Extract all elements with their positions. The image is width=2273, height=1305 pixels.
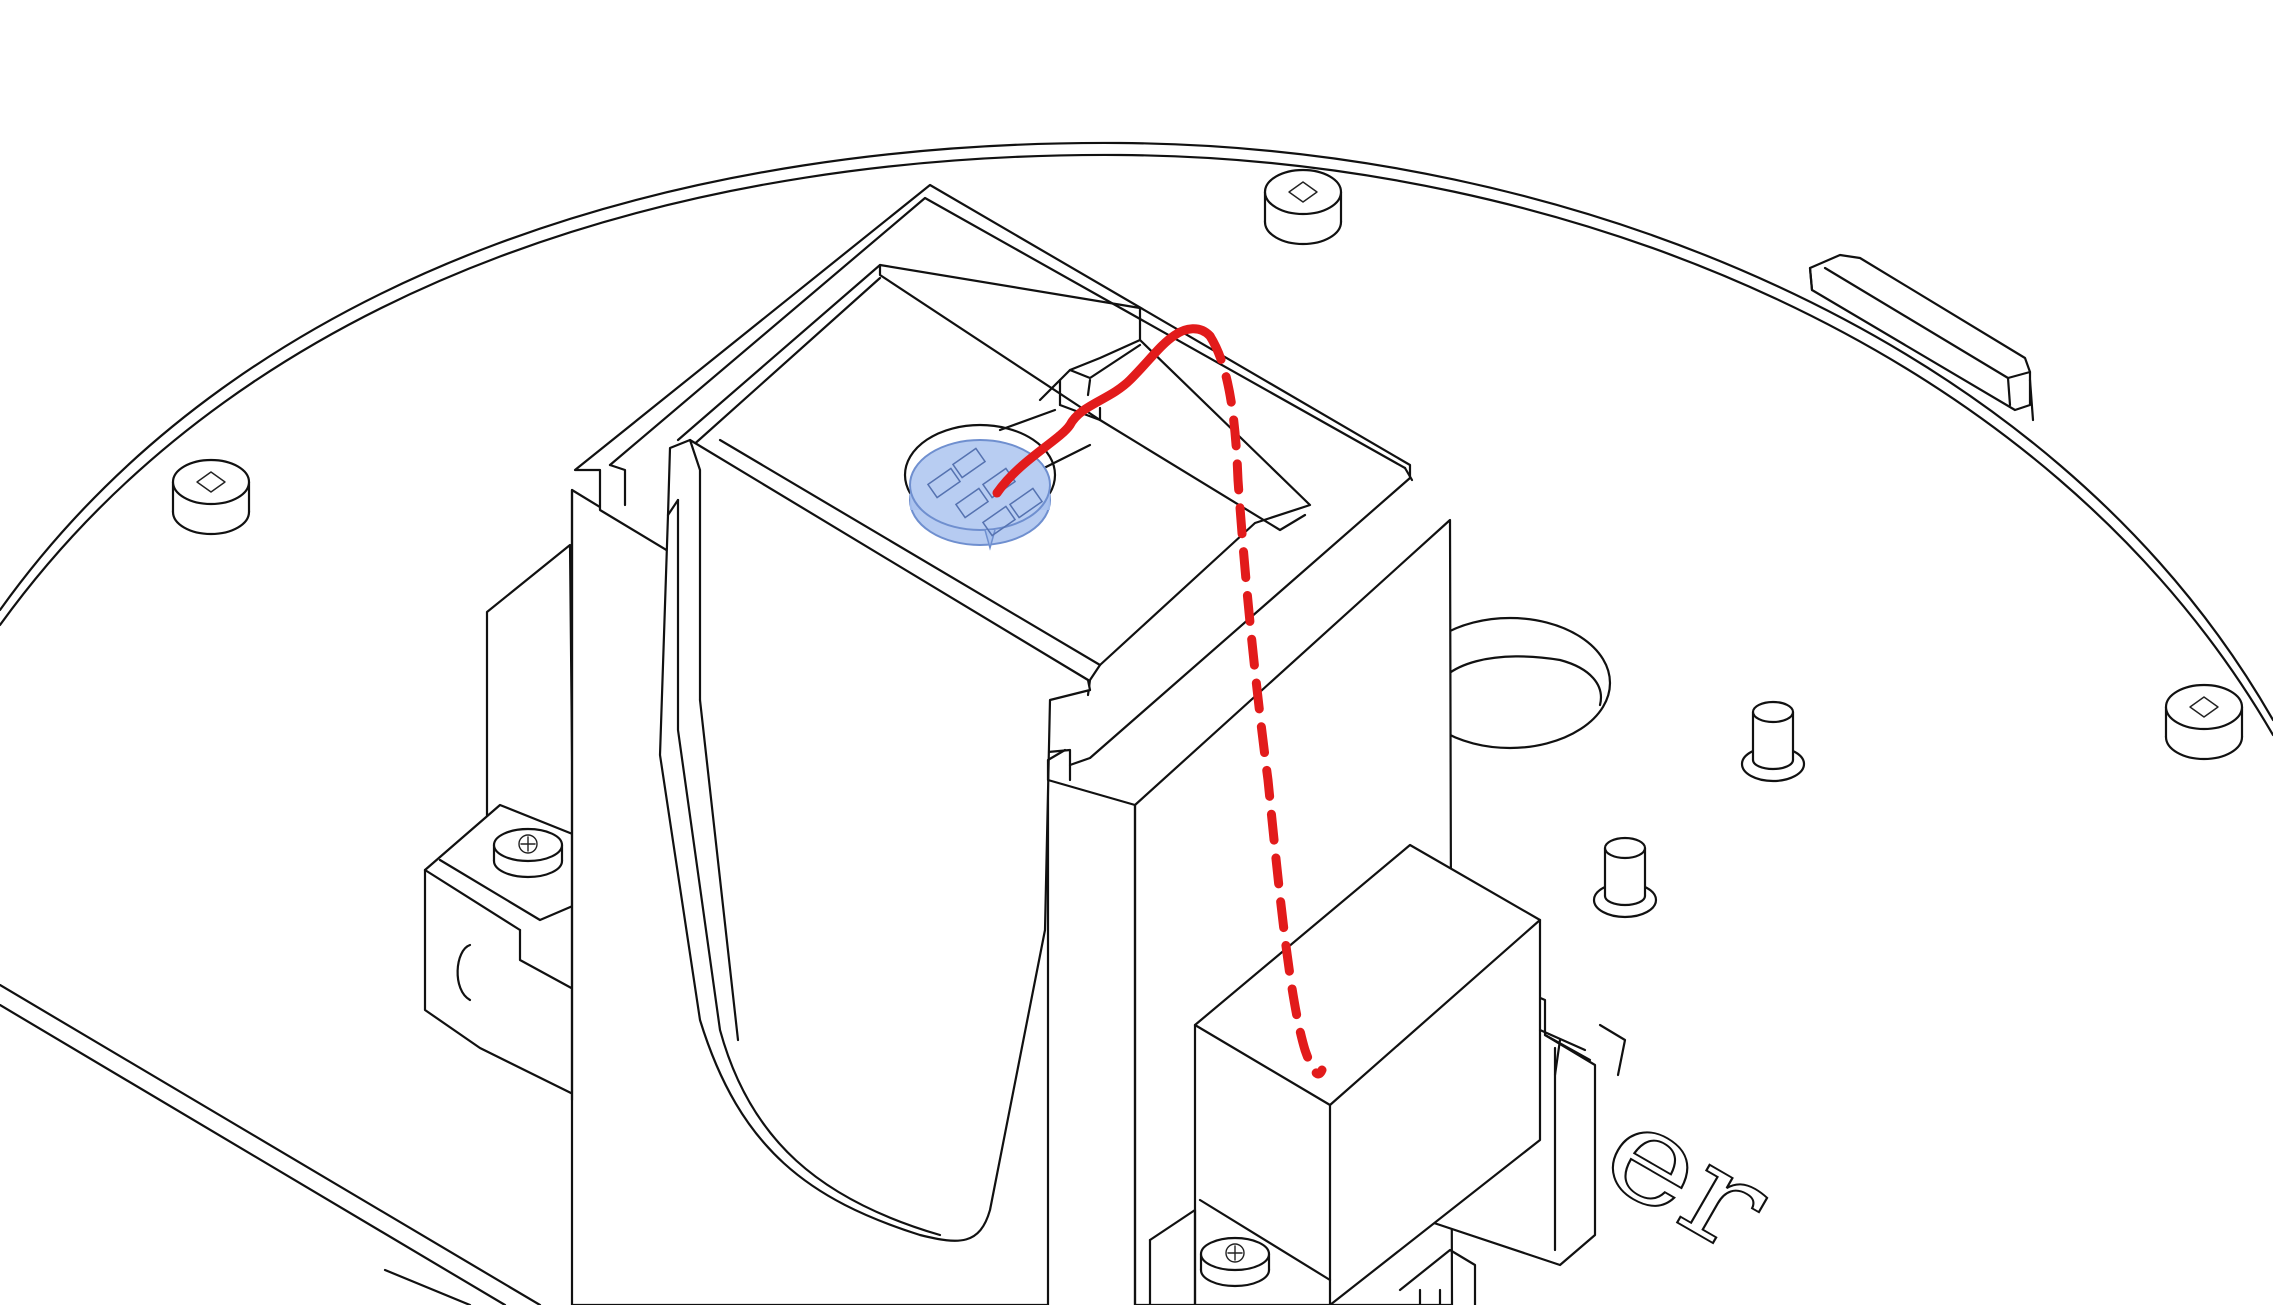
phillips-screw-icon xyxy=(492,827,564,879)
socket-cap-screw-icon xyxy=(171,458,251,536)
engraved-text: er xyxy=(1580,1073,1794,1282)
cable-solid-segment xyxy=(992,324,1215,498)
engraved-plate-text: er xyxy=(1579,1072,1795,1283)
connector-block xyxy=(1148,843,1597,1305)
phillips-screw-icon xyxy=(1199,1236,1271,1288)
alignment-pin-icon xyxy=(1740,700,1806,783)
left-side-block xyxy=(423,543,577,1097)
edge-rail-bracket xyxy=(1808,253,2035,422)
alignment-pin-icon xyxy=(1592,836,1658,919)
socket-cap-screw-icon xyxy=(2164,683,2244,761)
engraved-letter-fragment xyxy=(1538,1023,1627,1077)
sensor-chip-icon xyxy=(903,408,1092,551)
socket-cap-screw-icon xyxy=(1263,168,1343,246)
cable-dashed-segment xyxy=(1205,331,1327,1079)
base-plate xyxy=(0,141,2273,1305)
cable-route-annotation xyxy=(992,324,1327,1079)
